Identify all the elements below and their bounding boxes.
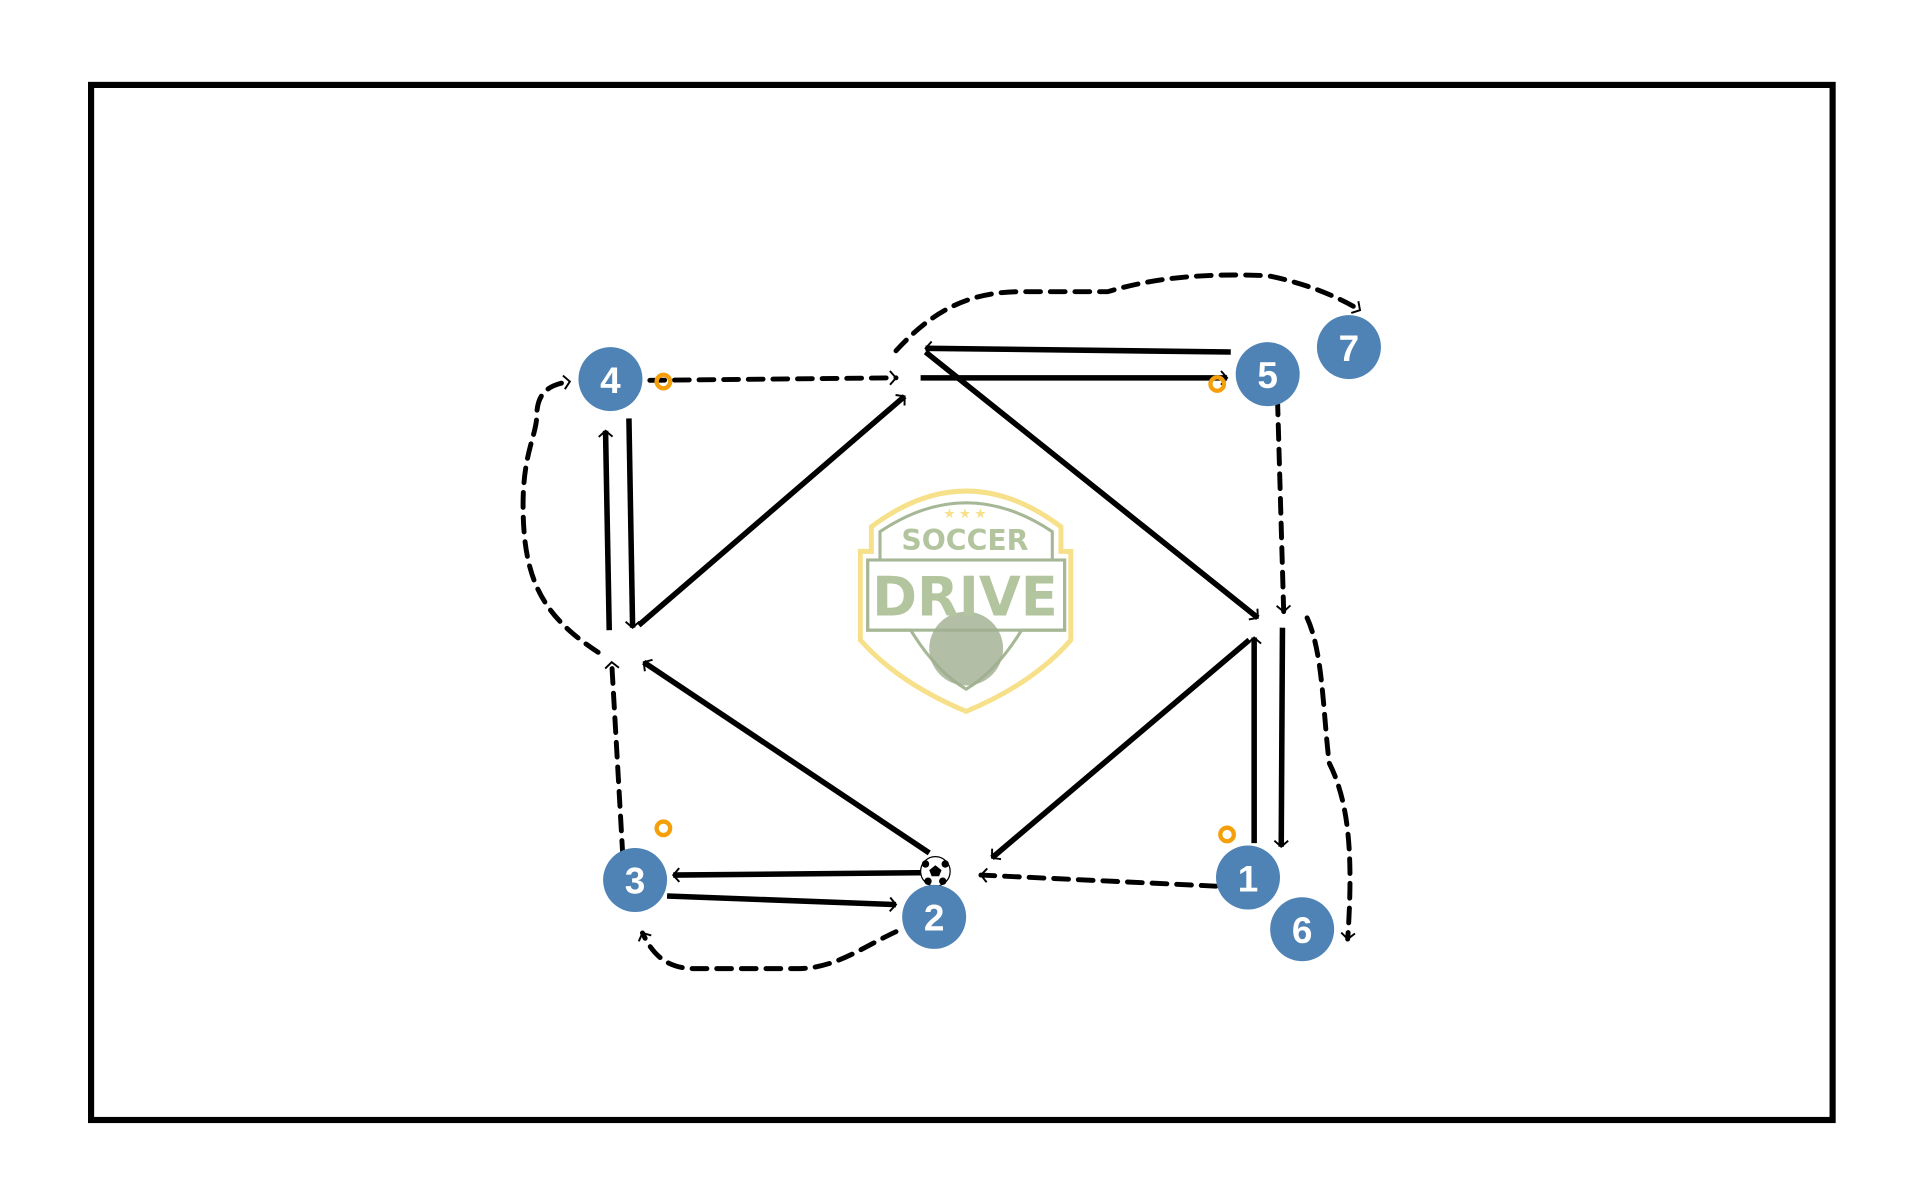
player-number: 7 — [1339, 328, 1360, 369]
run-3-to-left — [604, 659, 626, 858]
player-number: 3 — [625, 861, 646, 902]
player-4[interactable]: 4 — [578, 347, 643, 412]
soccer-drive-logo: ★ ★ ★ SOCCER DRIVE — [857, 488, 1074, 715]
cones — [654, 372, 1236, 844]
cone — [654, 819, 673, 838]
player-number: 6 — [1292, 910, 1313, 951]
player-7[interactable]: 7 — [1316, 315, 1381, 380]
player-number: 1 — [1238, 858, 1259, 899]
run-2-to-3 — [637, 929, 899, 972]
player-number: 5 — [1257, 355, 1278, 396]
logo-text-drive: DRIVE — [872, 565, 1058, 628]
player-2[interactable]: 2 — [902, 884, 967, 949]
run-4-to-top — [647, 370, 899, 386]
players: 1 2 3 4 5 6 7 — [578, 315, 1381, 962]
run-1-to-bottom — [978, 867, 1219, 889]
field-boundary — [88, 81, 1836, 1124]
player-runs — [520, 272, 1363, 972]
cone — [1208, 375, 1227, 393]
run-right-to-6 — [1304, 615, 1356, 942]
player-number: 4 — [600, 360, 621, 401]
run-top-to-7 — [893, 272, 1363, 354]
player-5[interactable]: 5 — [1235, 342, 1300, 407]
player-6[interactable]: 6 — [1270, 897, 1335, 962]
soccer-ball-icon — [920, 856, 951, 887]
passes — [598, 340, 1289, 912]
player-1[interactable]: 1 — [1216, 845, 1280, 910]
logo-text-soccer: SOCCER — [901, 524, 1028, 557]
player-3[interactable]: 3 — [603, 848, 668, 912]
cone — [654, 372, 673, 391]
run-5-to-right — [1275, 397, 1292, 615]
player-number: 2 — [924, 898, 945, 939]
svg-text:★ ★ ★: ★ ★ ★ — [943, 506, 986, 521]
cone — [1218, 825, 1236, 844]
run-left-to-4 — [520, 374, 601, 655]
